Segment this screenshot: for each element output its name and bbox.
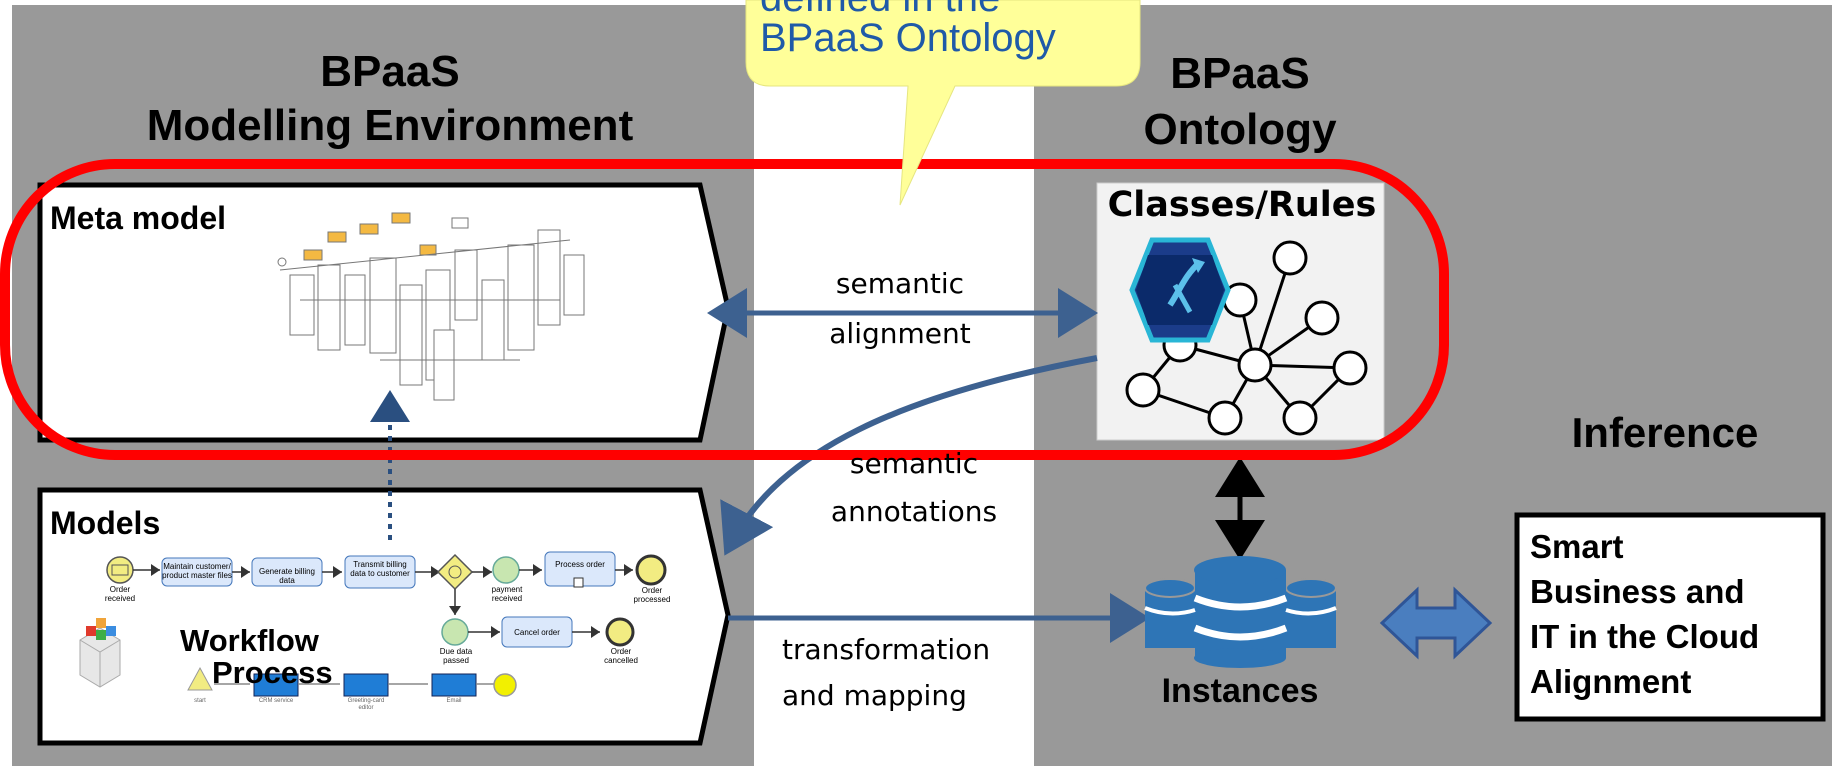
ontology-graph	[1125, 240, 1368, 436]
bpmn-small-task1-label: CRM service	[258, 698, 294, 704]
semantic-annotations-label-line1: semantic	[849, 447, 979, 480]
classes-rules-label: Classes/Rules	[1107, 185, 1377, 225]
smart-box-line2: Business and	[1530, 573, 1745, 610]
right-panel-title-line2: Ontology	[1143, 105, 1337, 154]
database-icon	[1144, 556, 1337, 668]
bpmn-small-task2-label: Greeting-card editor	[347, 698, 385, 711]
bpmn-task5-label: Cancel order	[514, 628, 560, 637]
meta-model-thumbnail	[277, 212, 585, 401]
bpmn-end-processed-label: Order processed	[633, 586, 671, 604]
red-highlight-outline	[0, 159, 1449, 460]
smart-box-line4: Alignment	[1530, 663, 1692, 700]
callout-text-line2: BPaaS Ontology	[760, 16, 1056, 60]
workflow-cube-icon	[79, 618, 121, 688]
workflow-label-line1: Workflow	[180, 623, 319, 658]
bpmn-payment-label: payment received	[491, 585, 523, 603]
semantic-alignment-label-line1: semantic	[835, 267, 965, 300]
semantic-annotations-label-line2: annotations	[830, 495, 998, 528]
models-label: Models	[50, 505, 161, 541]
semantic-annotations-arrow	[720, 355, 1098, 556]
inference-label: Inference	[1571, 409, 1759, 456]
smart-business-box	[1514, 512, 1826, 722]
callout-bubble	[745, 0, 1141, 206]
ontology-hexagon-logo	[1129, 237, 1231, 343]
bpmn-small-start-label: start	[194, 698, 206, 704]
inference-double-arrow	[1379, 586, 1493, 660]
semantic-alignment-label-line2: alignment	[829, 317, 971, 350]
meta-model-label: Meta model	[50, 200, 227, 236]
smart-box-line1: Smart	[1530, 528, 1624, 565]
bpmn-task1-label: Maintain customer/ product master files	[162, 562, 232, 580]
bpmn-end-cancelled-label: Order cancelled	[604, 647, 638, 665]
smart-box-line3: IT in the Cloud	[1530, 618, 1760, 655]
transformation-label-line2: and mapping	[782, 679, 967, 712]
bpmn-task4-label: Process order	[555, 560, 605, 569]
left-panel-title-line1: BPaaS	[320, 47, 460, 96]
bpmn-task3-label: Transmit billing data to customer	[350, 560, 410, 578]
bpmn-task2-label: Generate billing data	[258, 567, 316, 585]
transformation-label-line1: transformation	[782, 633, 991, 666]
bpmn-start-label: Order received	[104, 585, 136, 603]
bpmn-process	[106, 551, 667, 697]
instances-label: Instances	[1161, 672, 1319, 710]
workflow-label-line2: Process	[212, 655, 333, 690]
bpmn-small-task3-label: Email	[446, 698, 462, 704]
right-panel-title-line1: BPaaS	[1170, 49, 1310, 98]
left-panel-title-line2: Modelling Environment	[146, 101, 634, 150]
callout-text-line1: defined in the	[760, 0, 1000, 18]
bpmn-timer-label: Due data passed	[439, 647, 473, 665]
